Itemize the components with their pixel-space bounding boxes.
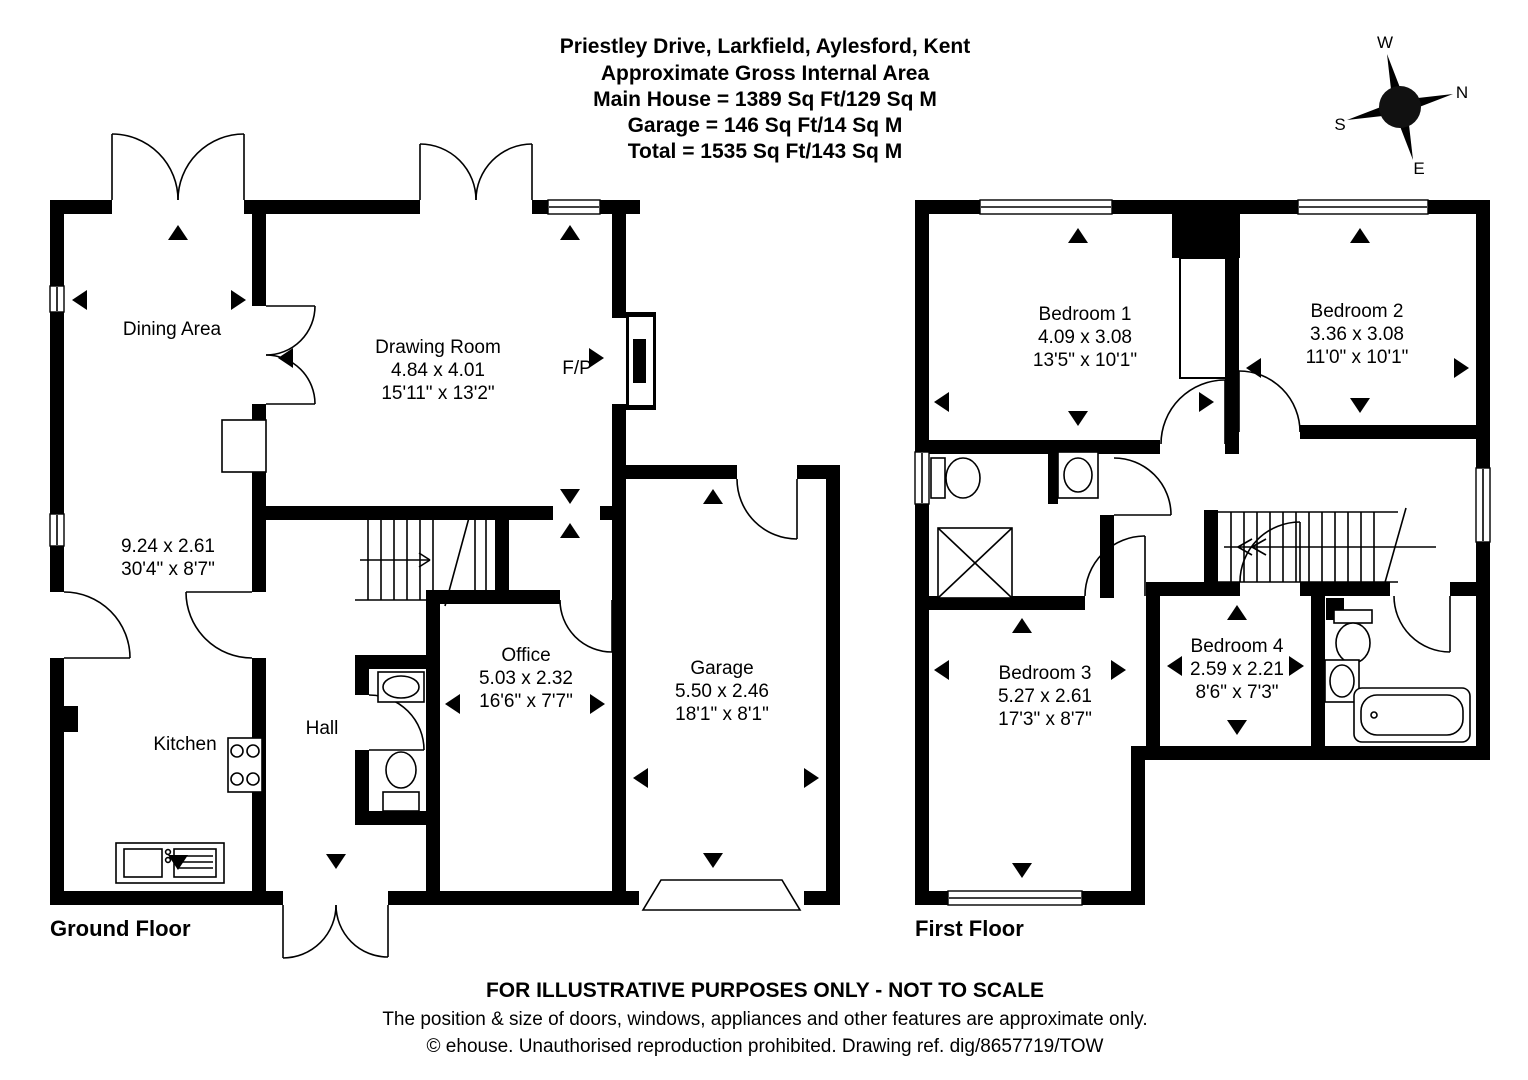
- cooker: [227, 737, 263, 793]
- bedroom2-label: Bedroom 2: [1311, 301, 1404, 322]
- header-area-garage: Garage = 146 Sq Ft/14 Sq M: [628, 114, 903, 137]
- bathtub: [1353, 687, 1471, 743]
- compass-label-e: E: [1413, 159, 1424, 178]
- office-metric: 5.03 x 2.32: [479, 668, 573, 689]
- hall-label: Hall: [306, 718, 339, 739]
- ground-floor-windows: [49, 199, 601, 547]
- bedroom4-label: Bedroom 4: [1191, 636, 1284, 657]
- bedroom2-imperial: 11'0" x 10'1": [1306, 347, 1409, 368]
- first-floor-walls: [915, 200, 1490, 905]
- page-title: Priestley Drive, Larkfield, Aylesford, K…: [560, 35, 970, 58]
- dining-area-label: Dining Area: [123, 319, 222, 340]
- header-area-total: Total = 1535 Sq Ft/143 Sq M: [628, 140, 902, 163]
- first-floor-windows: [914, 199, 1491, 906]
- compass-label-s: S: [1334, 115, 1345, 134]
- first-floor-plan: Bedroom 1 4.09 x 3.08 13'5" x 10'1" Bedr…: [914, 199, 1491, 941]
- compass-label-w: W: [1377, 33, 1393, 52]
- ground-floor-stairs: [355, 513, 492, 607]
- fireplace-label: F/P: [562, 358, 592, 379]
- wc-toilet: [382, 751, 420, 812]
- drawing-room-imperial: 15'11" x 13'2": [381, 383, 494, 404]
- ground-floor-plan: Dining Area Drawing Room 4.84 x 4.01 15'…: [49, 133, 840, 959]
- ensuite-toilet: [930, 457, 981, 499]
- bedroom3-metric: 5.27 x 2.61: [998, 686, 1092, 707]
- kitchen-sink-unit: [115, 842, 225, 884]
- bedroom1-label: Bedroom 1: [1039, 304, 1132, 325]
- garage-door: [641, 879, 802, 911]
- bedroom2-metric: 3.36 x 3.08: [1310, 324, 1404, 345]
- bathroom-toilet: [1333, 609, 1373, 664]
- garage-label: Garage: [690, 658, 753, 679]
- header-area-main: Main House = 1389 Sq Ft/129 Sq M: [593, 88, 937, 111]
- footer-copyright: © ehouse. Unauthorised reproduction proh…: [427, 1036, 1104, 1057]
- ensuite-sink: [1057, 451, 1099, 499]
- compass-label-n: N: [1456, 83, 1468, 102]
- bedroom4-imperial: 8'6" x 7'3": [1195, 682, 1278, 703]
- ground-floor-title: Ground Floor: [50, 916, 191, 941]
- compass-rose: W N S E: [1334, 33, 1468, 178]
- dining-cupboard: [221, 419, 267, 473]
- footer-disclaimer: FOR ILLUSTRATIVE PURPOSES ONLY - NOT TO …: [486, 979, 1044, 1002]
- bedroom3-imperial: 17'3" x 8'7": [998, 709, 1092, 730]
- bedroom1-closet: [1179, 257, 1233, 379]
- kitchen-label: Kitchen: [153, 734, 216, 755]
- header: Priestley Drive, Larkfield, Aylesford, K…: [560, 35, 970, 163]
- kitchen-strip-imperial: 30'4" x 8'7": [121, 559, 215, 580]
- shower: [937, 527, 1013, 599]
- ground-floor-walls: [50, 200, 840, 905]
- first-floor-title: First Floor: [915, 916, 1024, 941]
- garage-metric: 5.50 x 2.46: [675, 681, 769, 702]
- compass-hub: [1379, 86, 1421, 128]
- footer: FOR ILLUSTRATIVE PURPOSES ONLY - NOT TO …: [382, 979, 1147, 1057]
- kitchen-strip-metric: 9.24 x 2.61: [121, 536, 215, 557]
- office-label: Office: [501, 645, 550, 666]
- wc-sink: [377, 671, 425, 703]
- office-imperial: 16'6" x 7'7": [479, 691, 573, 712]
- bedroom4-metric: 2.59 x 2.21: [1190, 659, 1284, 680]
- fireplace: [626, 312, 656, 410]
- header-subtitle: Approximate Gross Internal Area: [601, 62, 930, 85]
- bedroom1-metric: 4.09 x 3.08: [1038, 327, 1132, 348]
- first-floor-stairs: [1218, 507, 1436, 587]
- footer-note: The position & size of doors, windows, a…: [382, 1009, 1147, 1030]
- ground-floor-doors: [63, 133, 798, 959]
- drawing-room-label: Drawing Room: [375, 337, 501, 358]
- garage-imperial: 18'1" x 8'1": [675, 704, 769, 725]
- bedroom1-imperial: 13'5" x 10'1": [1033, 350, 1137, 371]
- bedroom3-label: Bedroom 3: [999, 663, 1092, 684]
- drawing-room-metric: 4.84 x 4.01: [391, 360, 485, 381]
